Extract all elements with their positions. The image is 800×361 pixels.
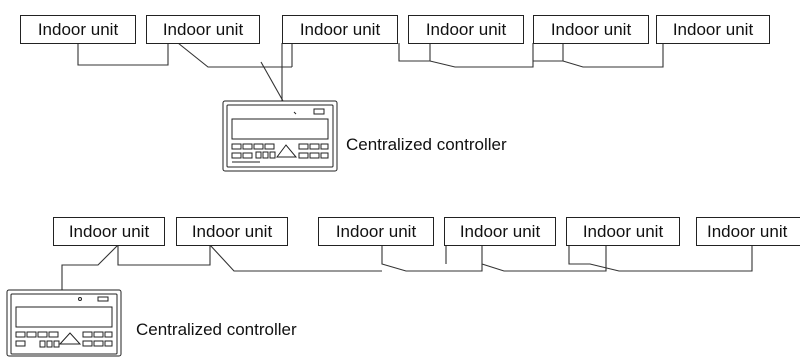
indoor-unit-box: Indoor unit (566, 217, 680, 246)
indoor-unit-box: Indoor unit (53, 217, 165, 246)
bus-segment (61, 244, 119, 296)
indoor-unit-box: Indoor unit (444, 217, 556, 246)
bus-segment (568, 245, 753, 272)
bus-segment (260, 61, 284, 102)
controller-device-icon (6, 289, 122, 357)
bus-segment (77, 43, 169, 66)
controller-label: Centralized controller (136, 320, 297, 339)
indoor-unit-box: Indoor unit (176, 217, 288, 246)
indoor-unit-box: Indoor unit (408, 15, 524, 44)
indoor-unit-box: Indoor unit (282, 15, 398, 44)
indoor-unit-box: Indoor unit (696, 217, 800, 246)
bus-segment (177, 42, 292, 68)
bus-segment (398, 43, 534, 68)
bus-segment (209, 244, 382, 272)
controller-device-icon (222, 100, 338, 172)
bus-segment (381, 245, 483, 272)
bus-segment (481, 245, 607, 272)
indoor-unit-box: Indoor unit (146, 15, 260, 44)
bus-segment (117, 245, 211, 266)
indoor-unit-box: Indoor unit (656, 15, 770, 44)
indoor-unit-box: Indoor unit (533, 15, 649, 44)
bus-segment (533, 43, 664, 68)
indoor-unit-box: Indoor unit (20, 15, 136, 44)
controller-label: Centralized controller (346, 135, 507, 154)
indoor-unit-box: Indoor unit (318, 217, 434, 246)
